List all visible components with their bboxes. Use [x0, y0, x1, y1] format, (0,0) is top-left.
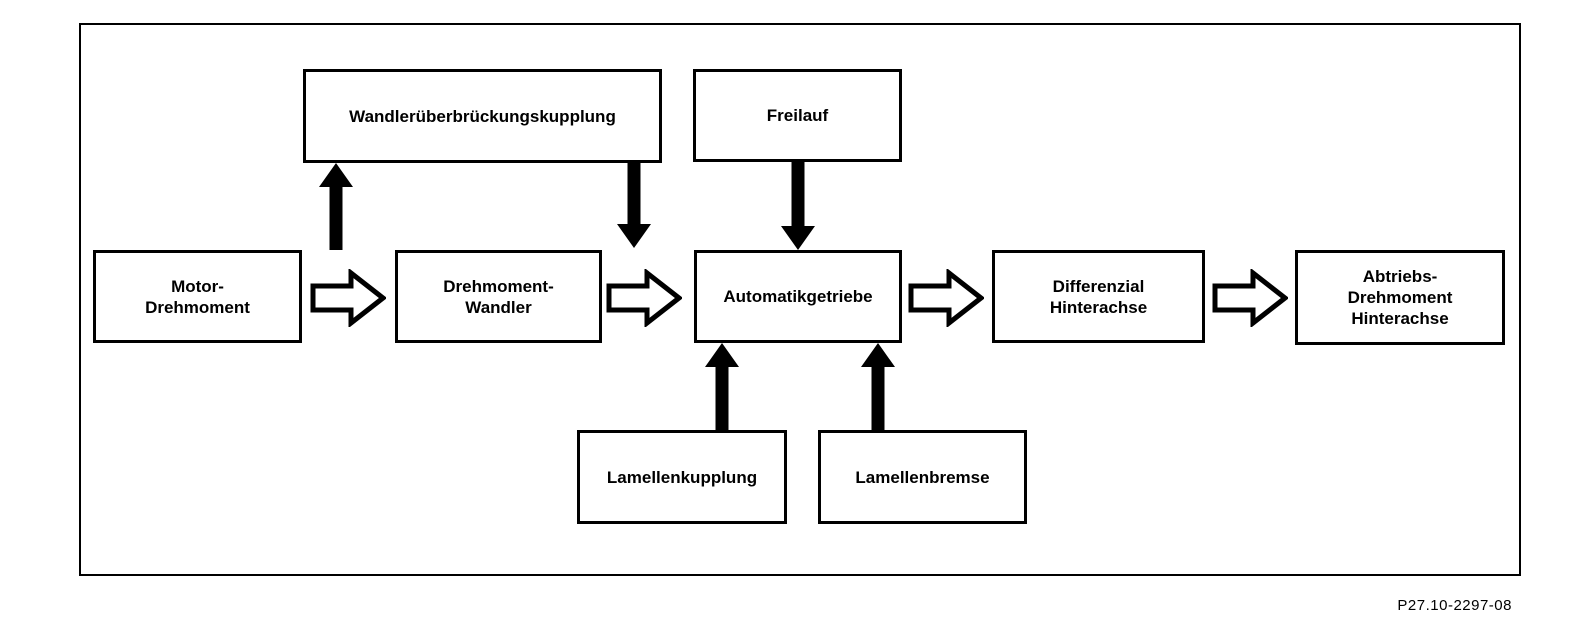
node-label: Freilauf: [766, 106, 829, 125]
node-label: Hinterachse: [1351, 309, 1449, 328]
node-lamellenbremse: Lamellenbremse: [818, 430, 1027, 524]
node-abtriebs-drehmoment-hinterachse: Abtriebs- Drehmoment Hinterachse: [1295, 250, 1505, 345]
figure-number: P27.10-2297-08: [1397, 597, 1512, 614]
node-lamellenkupplung: Lamellenkupplung: [577, 430, 787, 524]
node-label: Differenzial: [1052, 276, 1145, 296]
node-label: Lamellenbremse: [855, 467, 990, 487]
node-label: Drehmoment-: [443, 276, 554, 296]
solid-arrow-up-to-wuk-icon: [319, 163, 353, 250]
solid-arrow-lamellenkupplung-to-getriebe-icon: [705, 343, 739, 430]
hollow-arrow-wandler-to-getriebe-icon: [606, 269, 682, 327]
solid-arrow-lamellenbremse-to-getriebe-icon: [861, 343, 895, 430]
hollow-arrow-motor-to-wandler-icon: [310, 269, 386, 327]
hollow-arrow-getriebe-to-differenzial-icon: [908, 269, 984, 327]
node-label: Drehmoment: [1347, 288, 1453, 307]
solid-arrow-freilauf-to-getriebe-icon: [781, 162, 815, 250]
node-label: Hinterachse: [1049, 297, 1148, 317]
node-label: Wandlerüberbrückungskupplung: [349, 106, 616, 126]
node-automatikgetriebe: Automatikgetriebe: [694, 250, 902, 343]
node-label: Lamellenkupplung: [606, 467, 758, 487]
node-label: Wandler: [465, 297, 532, 317]
node-wandlerueberbrueckungskupplung: Wandlerüberbrückungskupplung: [303, 69, 662, 163]
node-label: Abtriebs-: [1362, 267, 1438, 286]
node-motor-drehmoment: Motor- Drehmoment: [93, 250, 302, 343]
node-label: Automatikgetriebe: [723, 287, 873, 306]
node-drehmoment-wandler: Drehmoment- Wandler: [395, 250, 602, 343]
solid-arrow-down-from-wuk-icon: [617, 163, 651, 248]
hollow-arrow-differenzial-to-abtrieb-icon: [1212, 269, 1288, 327]
node-freilauf: Freilauf: [693, 69, 902, 162]
node-label: Motor-: [171, 276, 224, 296]
node-label: Drehmoment: [145, 297, 250, 317]
node-differenzial-hinterachse: Differenzial Hinterachse: [992, 250, 1205, 343]
